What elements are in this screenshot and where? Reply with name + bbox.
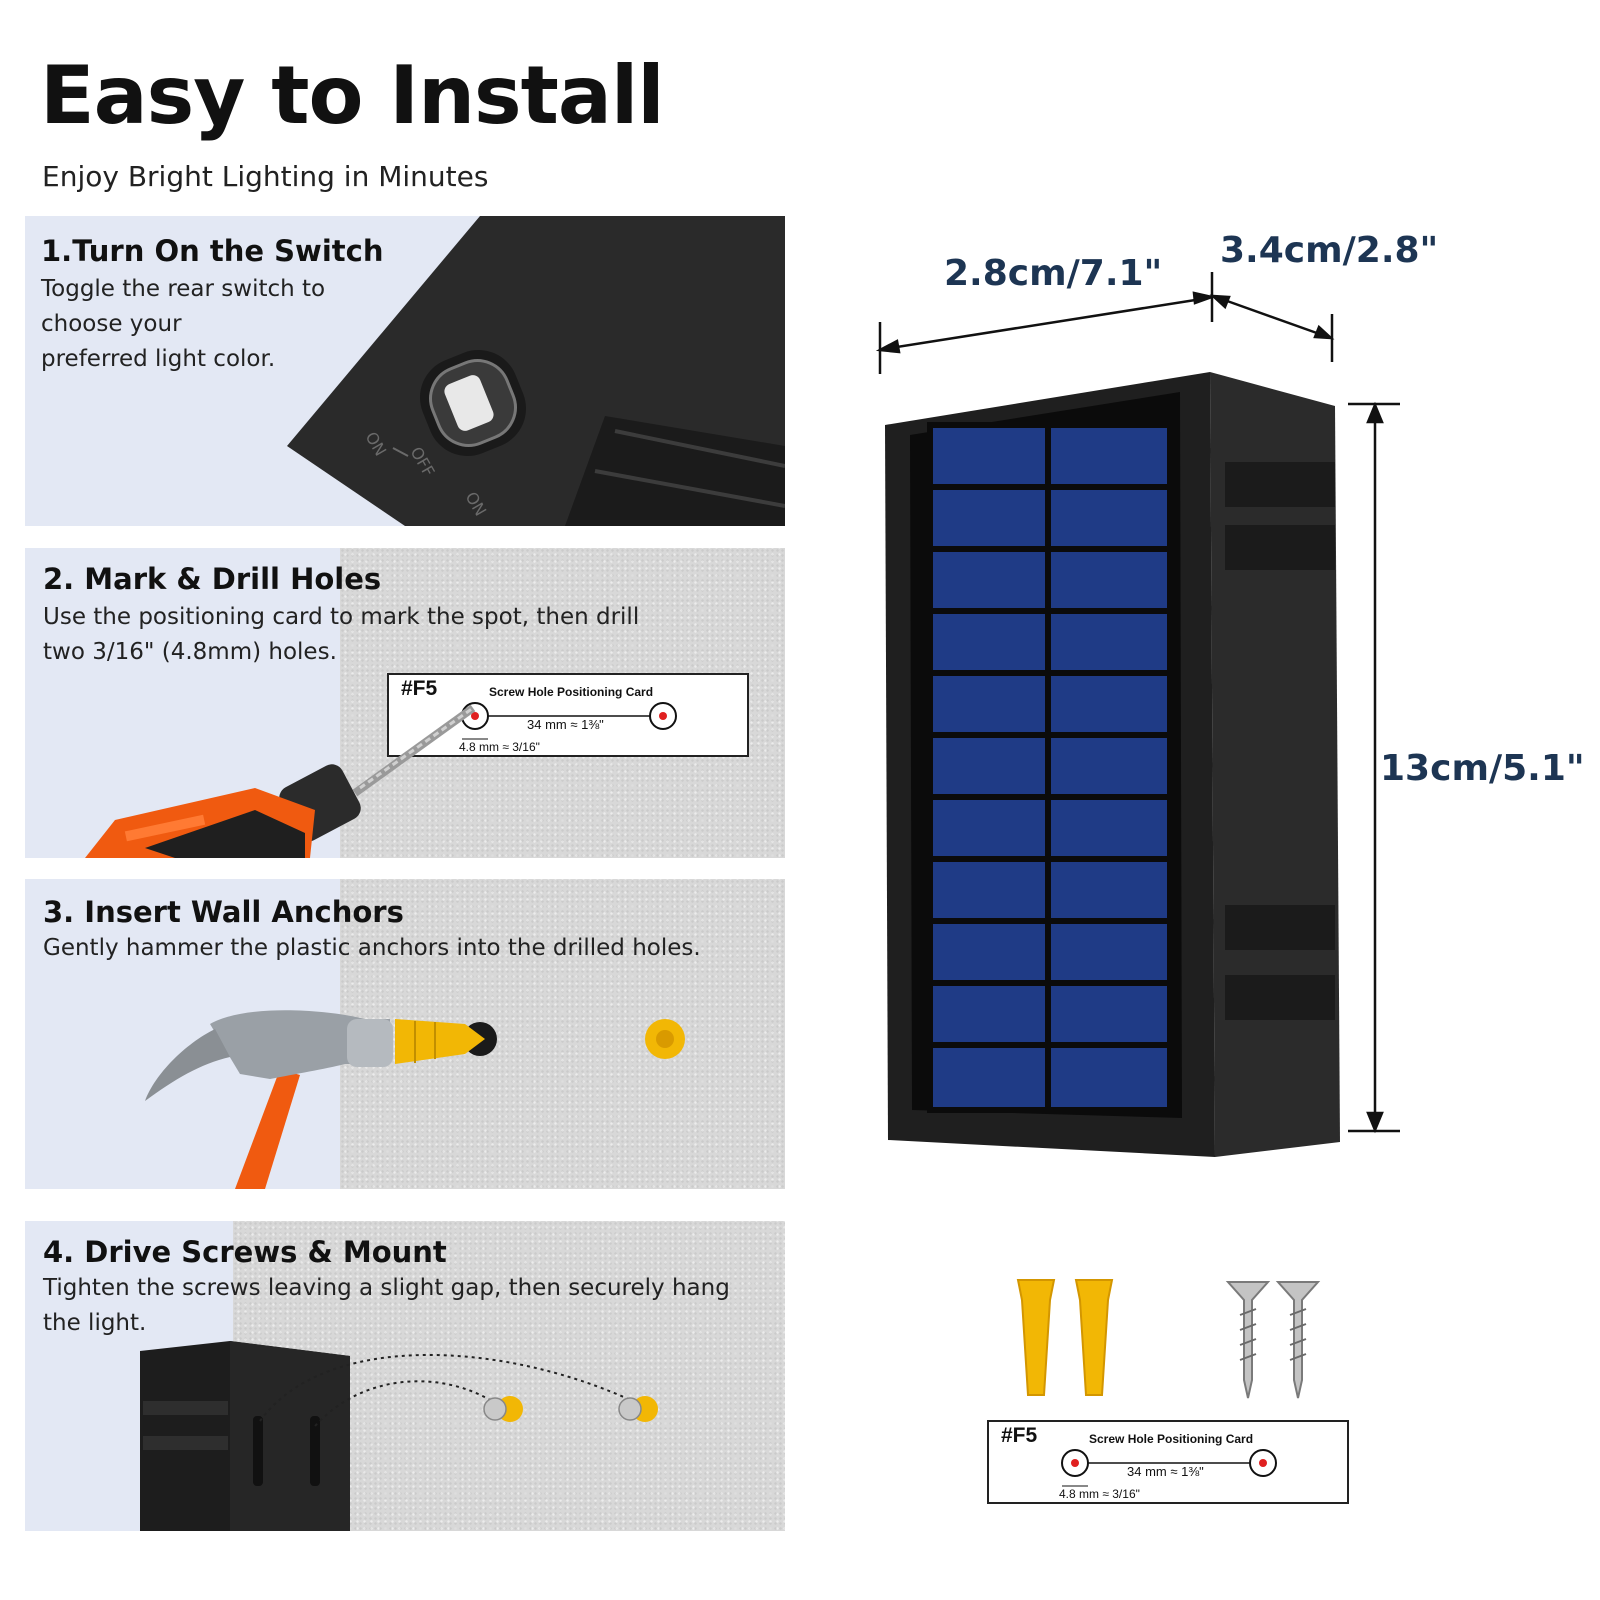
card-name: Screw Hole Positioning Card [489,685,654,699]
card-hole-size: 4.8 mm ≈ 3/16" [1059,1487,1140,1501]
card-hole-size: 4.8 mm ≈ 3/16" [459,740,540,754]
page-subtitle: Enjoy Bright Lighting in Minutes [42,160,489,193]
positioning-card: #F5 Screw Hole Positioning Card 34 mm ≈ … [387,673,749,757]
step-1-panel: ON OFF ON 1.Turn On the Switch Toggle th… [25,216,785,526]
hammer-image [145,1010,685,1189]
step-4-text: Tighten the screws leaving a slight gap,… [43,1275,730,1336]
depth-dimension-label: 3.4cm/2.8" [1220,230,1439,271]
accessory-positioning-card: #F5 Screw Hole Positioning Card 34 mm ≈ … [987,1420,1349,1504]
page-title: Easy to Install [40,49,665,142]
card-holes-diagram [461,702,677,740]
step-1-text: Toggle the rear switch to choose your pr… [41,276,326,372]
step-2-text: Use the positioning card to mark the spo… [43,604,640,665]
wall-anchors [1016,1279,1114,1396]
step-3-title: 3. Insert Wall Anchors [43,895,404,929]
drill-image [85,704,476,858]
card-holes-diagram [1061,1449,1277,1487]
screws [1225,1281,1321,1399]
height-dimension-label: 13cm/5.1" [1380,748,1585,789]
card-code: #F5 [1001,1424,1038,1447]
solar-cells [927,422,1173,1113]
step-1-title: 1.Turn On the Switch [41,234,384,268]
card-distance: 34 mm ≈ 1⅜" [1127,1464,1204,1479]
step-4-title: 4. Drive Screws & Mount [43,1235,447,1269]
step-3-text: Gently hammer the plastic anchors into t… [43,935,701,961]
switch-closeup-image: ON OFF ON [287,216,785,526]
step-2-panel: #F5 Screw Hole Positioning Card 34 mm ≈ … [25,548,785,858]
mount-image [140,1341,658,1531]
width-dimension-label: 2.8cm/7.1" [944,253,1163,294]
card-distance: 34 mm ≈ 1⅜" [527,717,604,732]
step-2-title: 2. Mark & Drill Holes [43,562,382,596]
card-code: #F5 [401,677,438,700]
step-4-panel: 4. Drive Screws & Mount Tighten the scre… [25,1221,785,1531]
dimension-lines [875,272,1400,1134]
step-3-panel: 3. Insert Wall Anchors Gently hammer the… [25,879,785,1189]
card-name: Screw Hole Positioning Card [1089,1432,1254,1446]
